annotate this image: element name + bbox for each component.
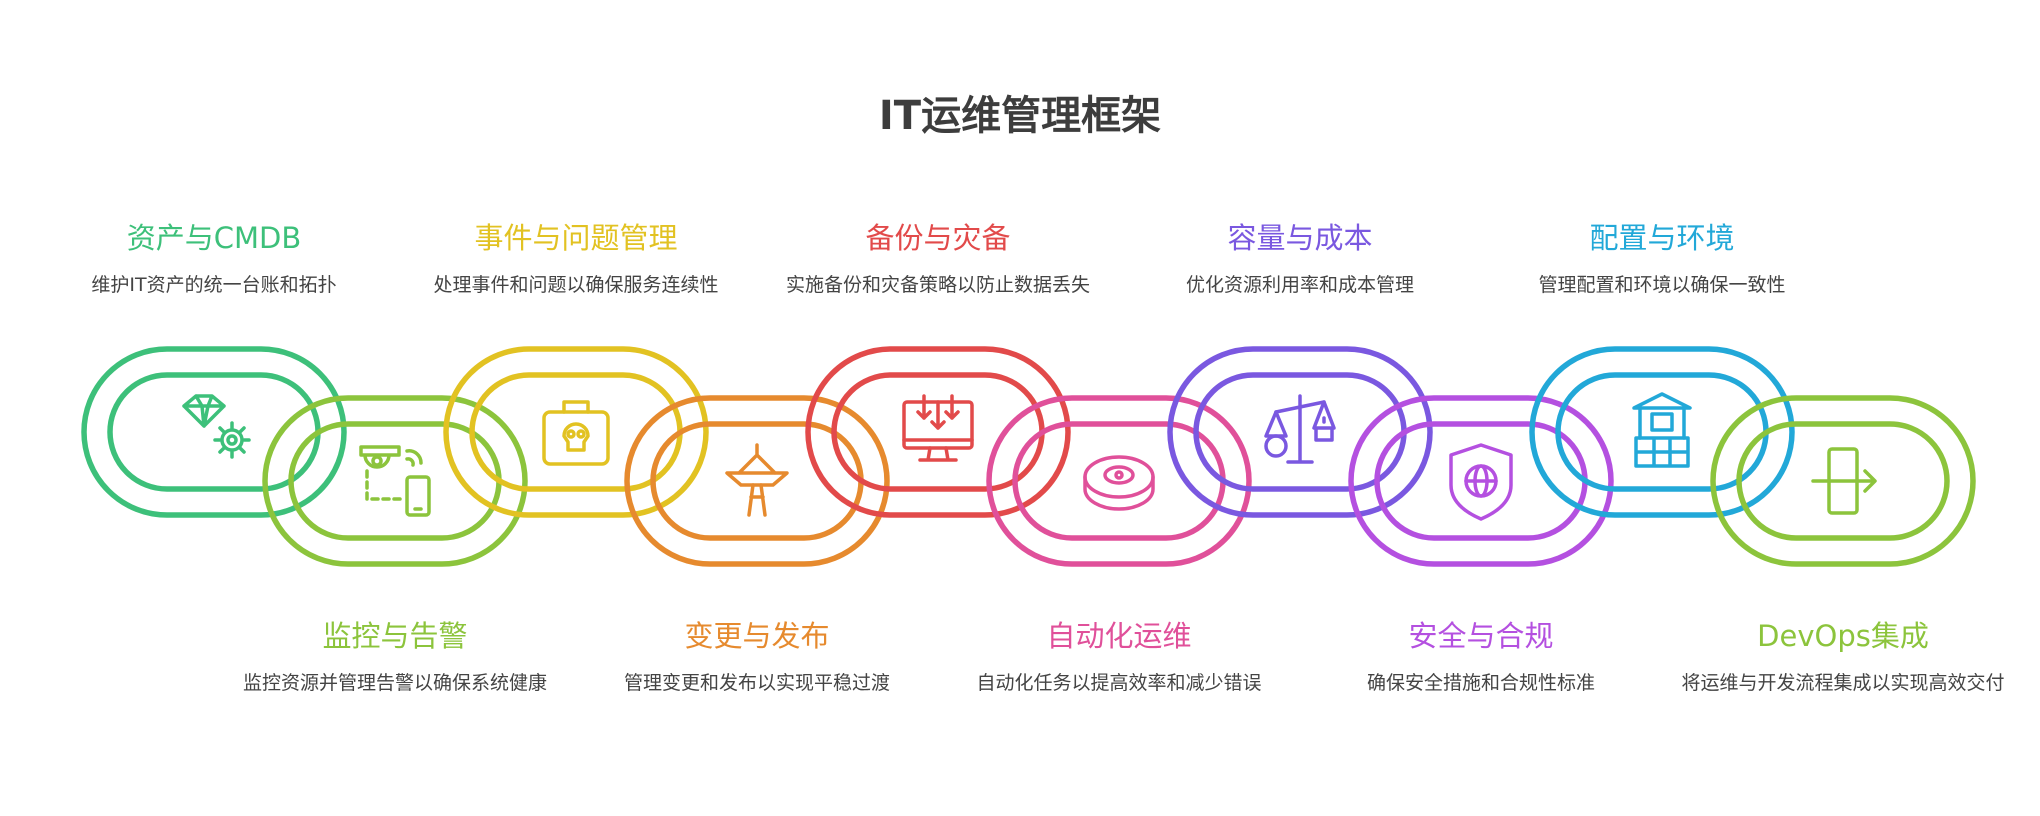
stage-title: 变更与发布 bbox=[684, 619, 830, 653]
stage-description: 确保安全措施和合规性标准 bbox=[1366, 672, 1595, 694]
chain-link-9 bbox=[1529, 346, 1795, 518]
stage-description: 处理事件和问题以确保服务连续性 bbox=[433, 274, 719, 296]
stage-label-8: 安全与合规确保安全措施和合规性标准 bbox=[1301, 618, 1661, 696]
stage-label-1: 资产与CMDB 维护IT资产的统一台账和拓扑 bbox=[34, 220, 394, 298]
chain-link-6 bbox=[986, 395, 1252, 567]
chain-link-4 bbox=[624, 395, 890, 567]
stage-title: 容量与成本 bbox=[1227, 221, 1373, 255]
exit-door-icon bbox=[1811, 447, 1877, 515]
stage-title: 配置与环境 bbox=[1589, 221, 1735, 255]
stage-label-2: 监控与告警监控资源并管理告警以确保系统健康 bbox=[215, 618, 575, 696]
stage-label-5: 备份与灾备实施备份和灾备策略以防止数据丢失 bbox=[758, 220, 1118, 298]
stage-title: DevOps集成 bbox=[1757, 619, 1929, 653]
skull-bag-icon bbox=[542, 400, 610, 466]
stage-title: 自动化运维 bbox=[1046, 619, 1192, 653]
chain-link-5 bbox=[805, 346, 1071, 518]
stage-description: 监控资源并管理告警以确保系统健康 bbox=[242, 672, 547, 694]
stage-description: 实施备份和灾备策略以防止数据丢失 bbox=[785, 274, 1090, 296]
well-icon bbox=[1632, 392, 1692, 468]
chain-link-1 bbox=[81, 346, 347, 518]
camera-phone-icon bbox=[359, 445, 431, 517]
stage-description: 管理配置和环境以确保一致性 bbox=[1538, 274, 1786, 296]
stage-label-4: 变更与发布管理变更和发布以实现平稳过渡 bbox=[577, 618, 937, 696]
stage-label-3: 事件与问题管理处理事件和问题以确保服务连续性 bbox=[396, 220, 756, 298]
stage-title: 备份与灾备 bbox=[865, 221, 1011, 255]
chain-link-10 bbox=[1710, 395, 1976, 567]
stage-description: 管理变更和发布以实现平稳过渡 bbox=[623, 672, 890, 694]
chain-link-2 bbox=[262, 395, 528, 567]
stage-title: 资产与CMDB bbox=[126, 221, 302, 255]
stage-description: 维护IT资产的统一台账和拓扑 bbox=[91, 274, 337, 296]
page-title: IT运维管理框架 bbox=[878, 93, 1162, 139]
stage-title: 安全与合规 bbox=[1408, 619, 1554, 653]
scale-icon bbox=[1264, 394, 1336, 464]
monitor-download-icon bbox=[902, 394, 974, 462]
stage-description: 优化资源利用率和成本管理 bbox=[1185, 274, 1414, 296]
gem-gear-icon bbox=[182, 394, 251, 459]
shield-globe-icon bbox=[1449, 443, 1513, 521]
stage-label-10: DevOps集成将运维与开发流程集成以实现高效交付 bbox=[1663, 618, 2023, 696]
space-needle-icon bbox=[725, 443, 789, 517]
stage-label-9: 配置与环境管理配置和环境以确保一致性 bbox=[1482, 220, 1842, 298]
stage-description: 自动化任务以提高效率和减少错误 bbox=[976, 672, 1262, 694]
stage-label-7: 容量与成本优化资源利用率和成本管理 bbox=[1120, 220, 1480, 298]
stage-label-6: 自动化运维自动化任务以提高效率和减少错误 bbox=[939, 618, 1299, 696]
chain-link-3 bbox=[443, 346, 709, 518]
stage-description: 将运维与开发流程集成以实现高效交付 bbox=[1681, 672, 2005, 694]
stage-title: 监控与告警 bbox=[322, 619, 468, 653]
robot-vacuum-icon bbox=[1083, 455, 1155, 511]
stage-title: 事件与问题管理 bbox=[474, 221, 678, 255]
